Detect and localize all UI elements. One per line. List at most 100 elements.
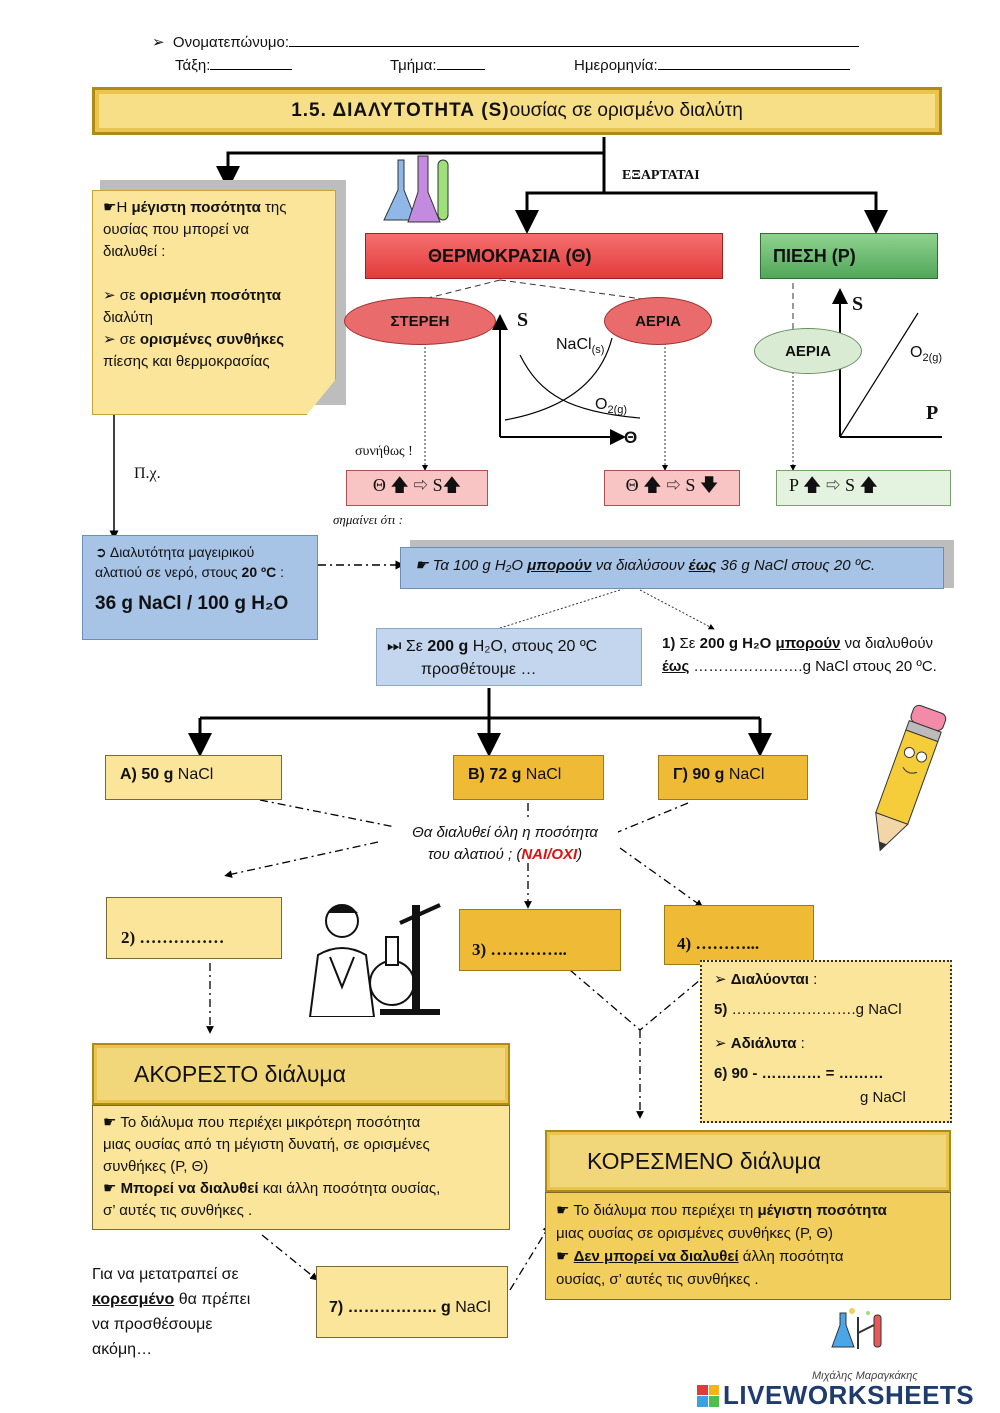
class-label: Τάξη: [175, 57, 211, 74]
answer-6[interactable]: 6) 90 - ………… = ……… [714, 1062, 938, 1086]
answer-2-text: 2) …………… [121, 928, 225, 947]
convert-line: ακόμη… [92, 1341, 153, 1358]
rule-solid-text: Θ 🡅 ⇨ S🡅 [372, 475, 462, 495]
pencil-mascot-icon [855, 695, 955, 875]
sat-bold: μέγιστη ποσότητα [757, 1202, 887, 1219]
convert-bold: κορεσμένο [92, 1291, 175, 1308]
rule-gas: Θ 🡅 ⇨ S 🡇 [604, 470, 740, 506]
graph2-curve-sub: 2(g) [922, 352, 943, 365]
title-rest: ουσίας σε ορισμένο διαλύτη [509, 100, 743, 121]
curve2-name: O [595, 396, 608, 413]
answer-4[interactable]: 4) ………... [664, 905, 814, 965]
answer-5-text: …………………….g NaCl [727, 1001, 902, 1018]
answer-5[interactable]: 5) …………………….g NaCl [714, 998, 938, 1022]
section-label: Τμήμα: [390, 57, 437, 74]
def-text: διαλυθεί : [103, 243, 166, 260]
add-text: H₂O, στους 20 ºC [468, 638, 598, 655]
answer-4-text: 4) ………... [677, 934, 760, 953]
date-field[interactable]: Ημερομηνία: [574, 57, 850, 74]
def-text: σε [119, 331, 140, 348]
q1-num: 1) [662, 635, 680, 652]
answer-5-num: 5) [714, 1001, 728, 1018]
solid-label: ΣΤΕΡΕΗ [390, 312, 450, 330]
option-a-bold: Α) 50 g [120, 766, 174, 783]
example-line2: αλατιού σε νερό, στους [95, 564, 242, 580]
sat-text: ουσίας, σ’ αυτές τις συνθήκες . [556, 1271, 759, 1288]
brand-logo[interactable]: LIVEWORKSHEETS [697, 1380, 974, 1411]
q1-bold: έως [662, 658, 690, 675]
saturated-title-text: ΚΟΡΕΣΜΕΝΟ διάλυμα [587, 1147, 822, 1174]
convert-line: να προσθέσουμε [92, 1316, 213, 1333]
def-bold: ορισμένες συνθήκες [139, 331, 285, 348]
means-label: σημαίνει ότι : [333, 512, 403, 527]
question-text: του αλατιού ; ( [427, 846, 522, 863]
curve1-sub: (s) [591, 344, 605, 357]
option-b-bold: Β) 72 g [468, 766, 522, 783]
answer-3-text: 3) ………….. [472, 940, 567, 959]
q1-bold: μπορούν [775, 635, 841, 652]
question-1[interactable]: 1) Σε 200 g H₂O μπορούν να διαλυθούν έως… [662, 632, 937, 678]
flasks-icon [380, 152, 460, 230]
convert-line: θα πρέπει [174, 1291, 251, 1308]
dissolve-question: Θα διαλυθεί όλη η ποσότητα του αλατιού ;… [380, 822, 630, 866]
saturated-title: ΚΟΡΕΣΜΕΝΟ διάλυμα [545, 1130, 951, 1192]
sat-text: ☛ [556, 1248, 574, 1265]
example-colon: : [276, 564, 285, 580]
convert-line: Για να μετατραπεί σε [92, 1266, 239, 1283]
author-credit: Μιχάλης Μαραγκάκης [812, 1370, 918, 1382]
answer-3[interactable]: 3) ………….. [459, 909, 621, 971]
answer-7-unit: NaCl [450, 1299, 491, 1316]
dissolve-colon: : [808, 971, 818, 988]
unsat-text: ☛ [103, 1180, 121, 1197]
meaning-bold: μπορούν [527, 557, 592, 574]
def-text: πίεσης και θερμοκρασίας [103, 353, 270, 370]
title-bold: 1.5. ΔΙΑΛΥΤΟΤΗΤΑ (S) [291, 100, 510, 121]
answer-6-unit: g NaCl [860, 1089, 906, 1106]
option-a-rest: NaCl [173, 766, 214, 783]
sat-bold: Δεν μπορεί να διαλυθεί [573, 1248, 739, 1265]
def-text: διαλύτη [103, 309, 153, 326]
unsat-bold: Μπορεί να διαλυθεί [120, 1180, 259, 1197]
yes-no-label: ΝΑΙ/ΟΧΙ [521, 846, 578, 863]
def-bold: μέγιστη ποσότητα [131, 199, 261, 216]
option-a: Α) 50 g NaCl [105, 755, 282, 800]
date-label: Ημερομηνία: [574, 57, 658, 74]
graph1-x-label: Θ [624, 428, 638, 447]
sat-text: μιας ουσίας σε ορισμένες συνθήκες (P, Θ) [556, 1225, 834, 1242]
answer-7[interactable]: 7) …………….. g NaCl [316, 1266, 508, 1338]
def-text: Η [116, 199, 132, 216]
option-c-rest: NaCl [724, 766, 765, 783]
add-text: προσθέτουμε … [421, 661, 537, 678]
page-title: 1.5. ΔΙΑΛΥΤΟΤΗΤΑ (S) ουσίας σε ορισμένο … [92, 87, 942, 135]
name-label: Ονοματεπώνυμο: [172, 34, 290, 51]
unsat-text: και άλλη ποσότητα ουσίας, [258, 1180, 441, 1197]
sat-text: ☛ Το διάλυμα που περιέχει τη [556, 1202, 758, 1219]
def-bold: ορισμένη ποσότητα [139, 287, 281, 304]
option-b-rest: NaCl [521, 766, 562, 783]
temperature-banner: ΘΕΡΜΟΚΡΑΣΙΑ (Θ) [365, 233, 723, 279]
add-box: ⏭ Σε 200 g H₂O, στους 20 ºC προσθέτουμε … [376, 628, 642, 686]
unsaturated-title-text: ΑΚΟΡΕΣΤΟ διάλυμα [134, 1060, 346, 1087]
answer-6-text: 6) 90 - ………… = ……… [714, 1065, 884, 1082]
option-c-bold: Γ) 90 g [673, 766, 725, 783]
answer-7-bold: 7) …………….. g [329, 1299, 451, 1316]
q1-text: να διαλυθούν [840, 635, 934, 652]
undissolved-label: Αδιάλυτα [730, 1035, 797, 1052]
question-line1: Θα διαλυθεί όλη η ποσότητα [412, 824, 598, 841]
gas-label-pressure: ΑΕΡΙΑ [785, 342, 831, 360]
answer-2[interactable]: 2) …………… [106, 897, 282, 959]
name-field[interactable]: ➢ Ονοματεπώνυμο: [152, 33, 860, 51]
convert-text: Για να μετατραπεί σε κορεσμένο θα πρέπει… [92, 1262, 250, 1362]
temperature-label: ΘΕΡΜΟΚΡΑΣΙΑ (Θ) [428, 245, 592, 266]
graph1-y-label: S [517, 309, 529, 331]
saturated-definition: ☛ Το διάλυμα που περιέχει τη μέγιστη ποσ… [545, 1192, 951, 1300]
option-b: Β) 72 g NaCl [453, 755, 604, 800]
small-flask-icon [830, 1305, 890, 1355]
question-text: ) [577, 846, 583, 863]
section-field[interactable]: Τμήμα: [390, 57, 485, 74]
rule-pressure: P 🡅 ⇨ S 🡅 [776, 470, 951, 506]
class-field[interactable]: Τάξη: [175, 57, 293, 74]
add-bold: 200 g [427, 638, 469, 655]
q1-text: ………………….g NaCl στους 20 ºC. [689, 658, 937, 675]
